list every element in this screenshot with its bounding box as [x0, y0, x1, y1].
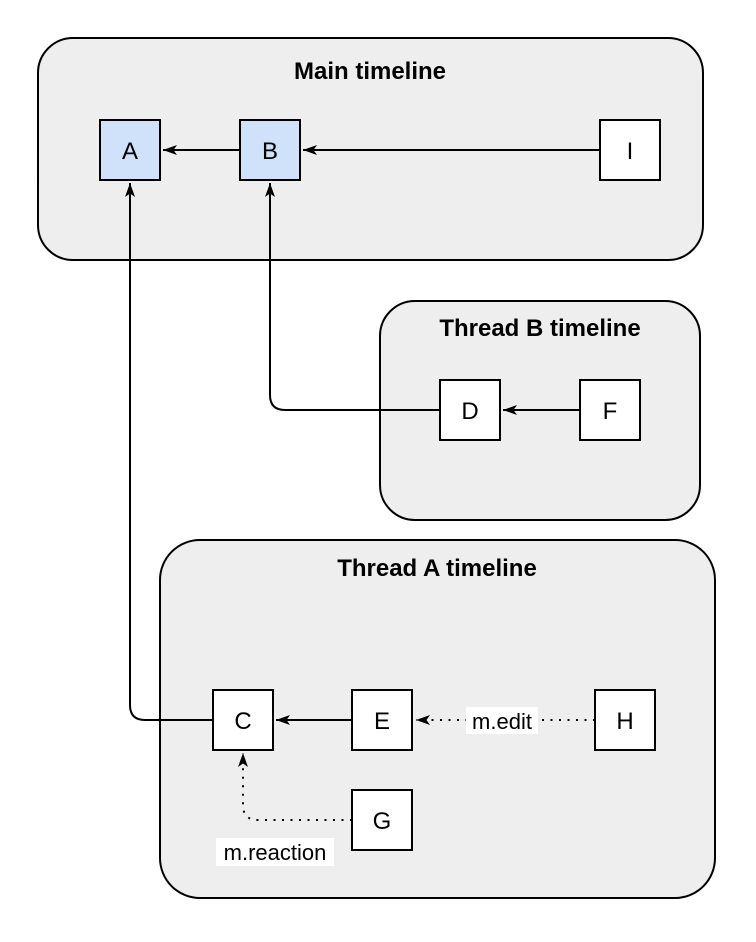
node-b-box: [239, 119, 301, 181]
edge-d-to-b: [265, 183, 440, 411]
m-reaction-label: m.reaction: [224, 840, 327, 865]
node-e-label: E: [374, 708, 390, 735]
node-d: D: [439, 379, 501, 441]
node-b-label: B: [262, 138, 278, 165]
edge-g-to-c-dotted: [238, 753, 352, 821]
node-a: A: [99, 119, 161, 181]
node-f-box: [579, 379, 641, 441]
node-c: C: [212, 689, 274, 751]
node-g-label: G: [373, 808, 392, 835]
thread-a-timeline-title: Thread A timeline: [337, 555, 537, 582]
node-h: H: [594, 689, 656, 751]
node-b: B: [239, 119, 301, 181]
node-f-label: F: [603, 398, 618, 425]
node-h-label: H: [616, 708, 633, 735]
node-f: F: [579, 379, 641, 441]
m-edit-label-bg: [466, 707, 538, 734]
node-h-box: [594, 689, 656, 751]
edge-c-to-a: [125, 183, 213, 721]
node-a-label: A: [122, 138, 138, 165]
node-e: E: [351, 689, 413, 751]
node-i: I: [599, 119, 661, 181]
node-i-box: [599, 119, 661, 181]
node-c-label: C: [234, 708, 251, 735]
node-e-box: [351, 689, 413, 751]
main-timeline-title: Main timeline: [294, 58, 446, 85]
node-g: G: [351, 789, 413, 851]
node-d-box: [439, 379, 501, 441]
node-d-label: D: [461, 398, 478, 425]
node-a-box: [99, 119, 161, 181]
m-reaction-label-bg: [216, 838, 334, 866]
node-g-box: [351, 789, 413, 851]
m-edit-label: m.edit: [472, 709, 532, 734]
thread-b-timeline-title: Thread B timeline: [439, 315, 640, 342]
node-i-label: I: [627, 138, 634, 165]
node-c-box: [212, 689, 274, 751]
